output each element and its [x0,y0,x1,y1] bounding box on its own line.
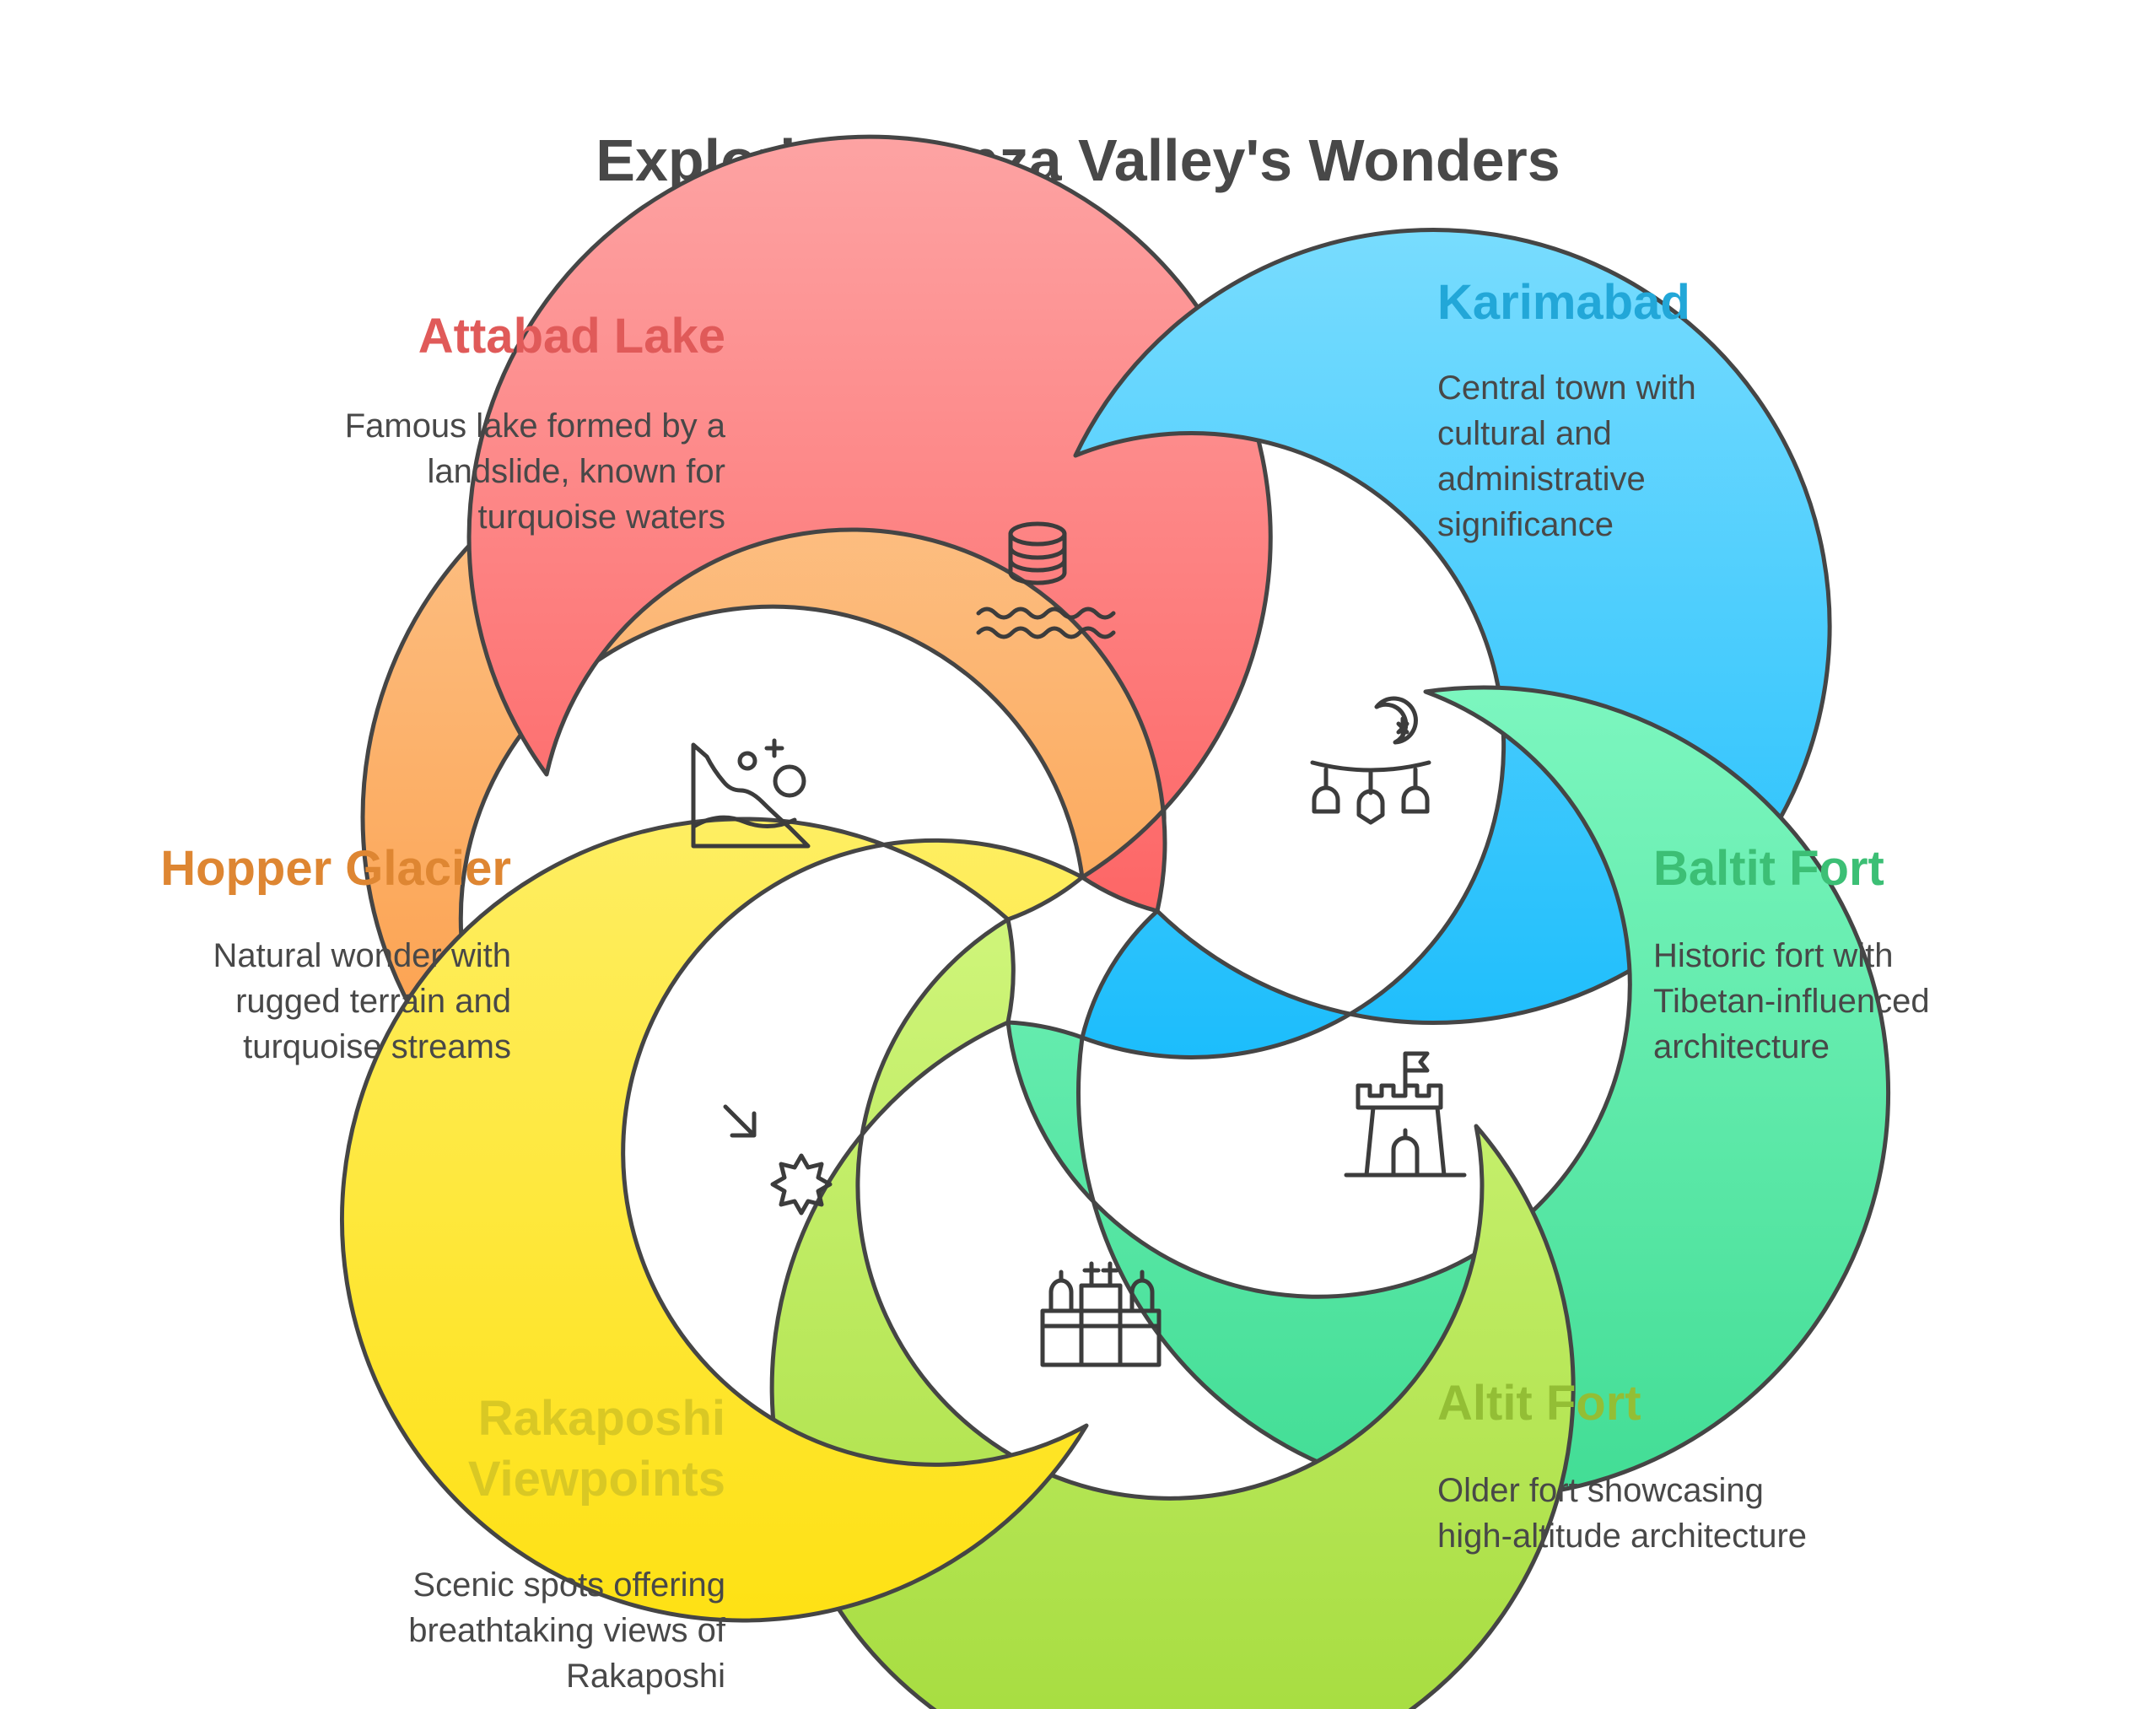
desc-attabad-lake: Famous lake formed by a landslide, known… [344,407,725,536]
petal-rakaposhi-viewpoints[interactable] [340,817,1089,1623]
label-baltit-fort: Baltit Fort [1653,841,1884,896]
desc-karimabad: Central town with cultural and administr… [1437,369,1696,543]
label-karimabad: Karimabad [1437,275,1690,330]
desc-altit-fort: Older fort showcasing high-altitude arch… [1437,1472,1808,1555]
hill-landscape-icon [691,738,811,849]
lake-icon [976,521,1116,639]
castle-flag-icon [1344,1051,1467,1178]
label-altit-fort: Altit Fort [1437,1376,1641,1431]
label-rakaposhi-line-1: Rakaposhi [477,1391,725,1446]
label-hopper-glacier: Hopper Glacier [160,841,511,896]
arrow-burst-icon [723,1104,833,1216]
desc-hopper-glacier: Natural wonder with rugged terrain and t… [213,937,512,1065]
crescent-lanterns-icon [1310,696,1431,825]
label-rakaposhi-viewpoints: Rakaposhi Viewpoints [468,1388,725,1510]
label-rakaposhi-line-2: Viewpoints [467,1452,725,1507]
fortress-icon [1040,1261,1162,1367]
label-attabad-lake: Attabad Lake [418,309,725,364]
desc-rakaposhi-viewpoints: Scenic spots offering breathtaking views… [408,1566,725,1695]
desc-baltit-fort: Historic fort with Tibetan-influenced ar… [1653,937,1930,1065]
